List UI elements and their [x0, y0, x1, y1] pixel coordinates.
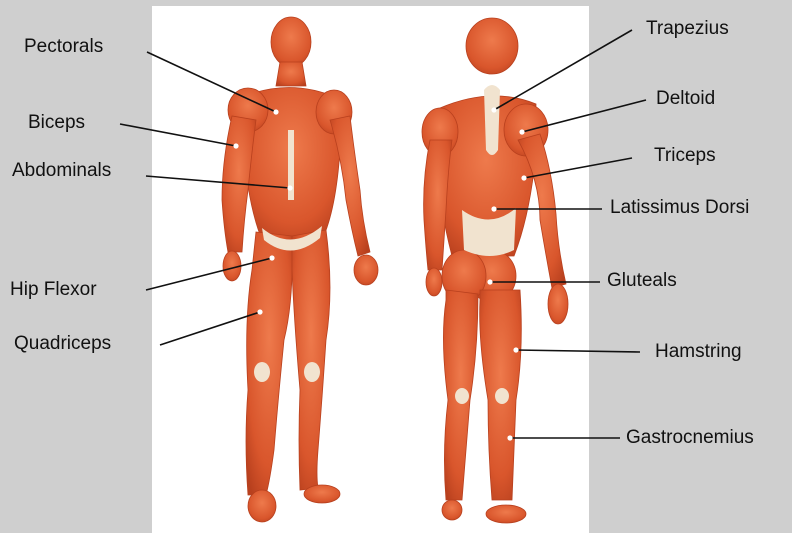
label-deltoid: Deltoid	[656, 88, 715, 110]
label-quadriceps: Quadriceps	[14, 333, 111, 355]
front-hand-left	[354, 255, 378, 285]
leader-line-quadriceps	[160, 312, 260, 345]
front-leg-left	[292, 230, 330, 490]
label-triceps: Triceps	[654, 145, 716, 167]
label-hamstring: Hamstring	[655, 341, 742, 363]
label-abdominals: Abdominals	[12, 160, 111, 182]
leader-dot-latissimus-dorsi	[491, 206, 496, 211]
leader-dot-hamstring	[513, 347, 518, 352]
leader-dot-gluteals	[487, 279, 492, 284]
leader-dot-abdominals	[287, 185, 292, 190]
leader-dot-biceps	[233, 143, 238, 148]
front-foot-left	[304, 485, 340, 503]
leader-line-hamstring	[516, 350, 640, 352]
leader-dot-deltoid	[519, 129, 524, 134]
back-knee-right	[495, 388, 509, 404]
back-spine-fascia	[484, 85, 500, 155]
front-leg-right	[246, 232, 292, 495]
label-pectorals: Pectorals	[24, 36, 103, 58]
leader-dot-quadriceps	[257, 309, 262, 314]
label-latissimus-dorsi: Latissimus Dorsi	[610, 197, 749, 219]
front-head	[271, 17, 311, 67]
leader-line-pectorals	[147, 52, 276, 112]
label-gastrocnemius: Gastrocnemius	[626, 427, 754, 449]
label-gluteals: Gluteals	[607, 270, 677, 292]
leader-dot-triceps	[521, 175, 526, 180]
label-trapezius: Trapezius	[646, 18, 729, 40]
front-foot-right	[248, 490, 276, 522]
back-foot-left	[442, 500, 462, 520]
label-biceps: Biceps	[28, 112, 85, 134]
back-hand-left	[426, 268, 442, 296]
leader-line-biceps	[120, 124, 236, 146]
label-hip-flexor: Hip Flexor	[10, 279, 97, 301]
front-knee-left	[304, 362, 320, 382]
back-hand-right	[548, 284, 568, 324]
front-neck	[276, 62, 306, 86]
leader-lines	[120, 30, 646, 438]
leader-dot-gastrocnemius	[507, 435, 512, 440]
leader-dot-pectorals	[273, 109, 278, 114]
front-figure	[222, 17, 378, 522]
back-head	[466, 18, 518, 74]
front-knee-right	[254, 362, 270, 382]
back-knee-left	[455, 388, 469, 404]
leader-dot-hip-flexor	[269, 255, 274, 260]
leader-dot-trapezius	[491, 107, 496, 112]
back-foot-right	[486, 505, 526, 523]
